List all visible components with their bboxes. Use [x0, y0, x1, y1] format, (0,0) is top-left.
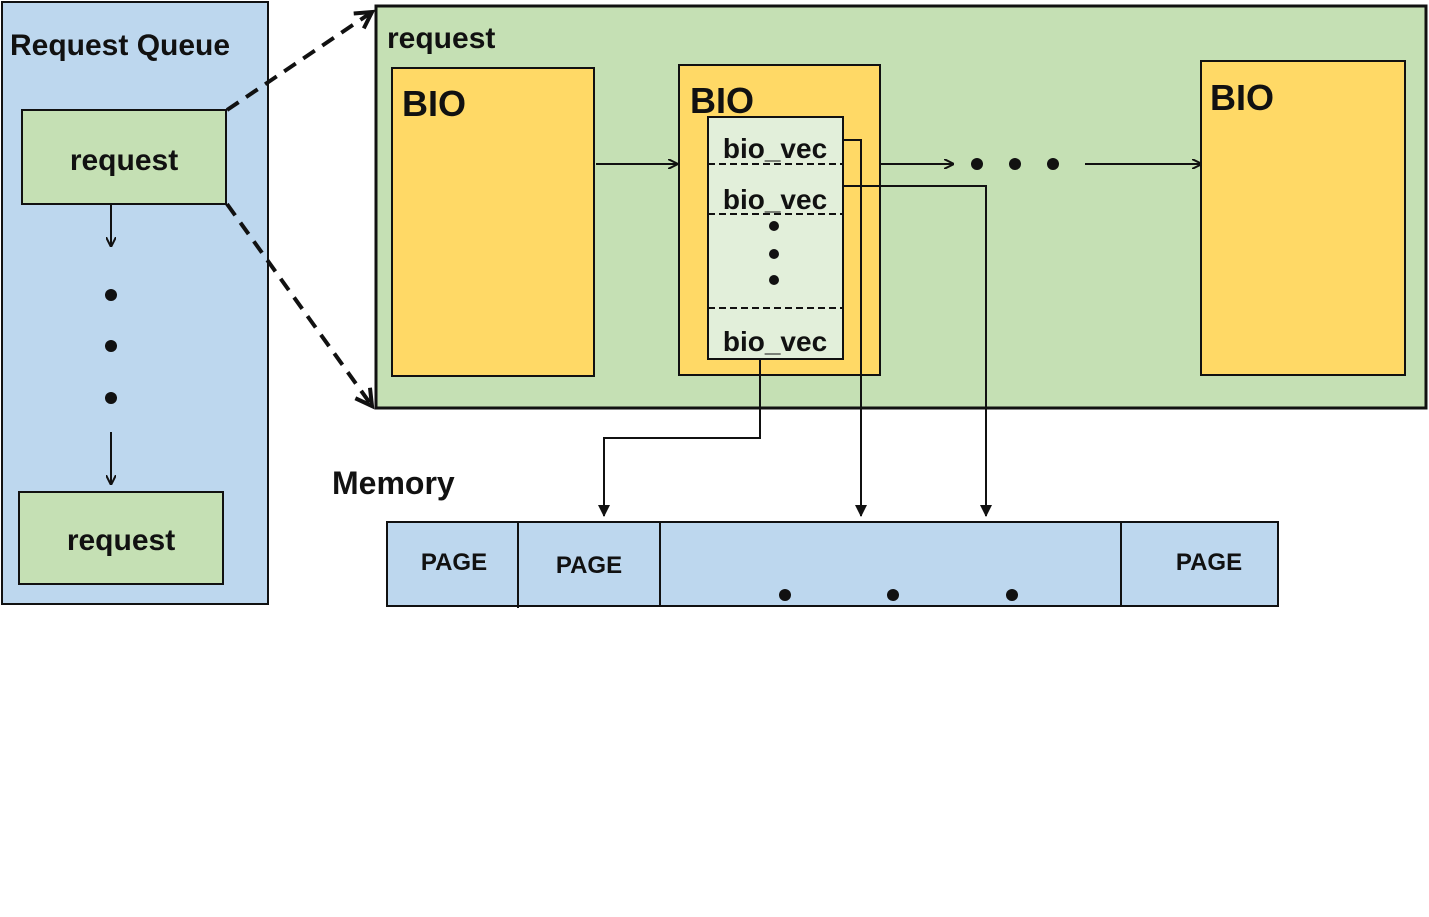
bio-block-last-label: BIO: [1210, 77, 1274, 118]
bio-block-middle-label: BIO: [690, 80, 754, 121]
bio-vec-ellipsis: [769, 221, 779, 285]
bio-block-first-label: BIO: [402, 83, 466, 124]
bio-vec-1-to-page-connector: [844, 139, 867, 517]
bio-block-last: BIO: [1200, 60, 1406, 376]
zoom-arrow-top: [225, 12, 372, 112]
memory-page-1: PAGE: [421, 549, 487, 576]
request-queue-title: Request Queue: [10, 29, 230, 62]
bio-vec-2-to-page-connector: [844, 185, 992, 517]
queue-ellipsis: [105, 289, 117, 404]
bio-vec-3-to-page-connector: [598, 360, 761, 517]
request-detail-panel: request BIO BIO bio_vec bio_vec: [374, 4, 1428, 410]
memory-page-2: PAGE: [556, 552, 622, 579]
bio-vec-list: bio_vec bio_vec bio_vec: [707, 116, 844, 360]
bio-block-first: BIO: [391, 67, 595, 377]
queue-request-first-label: request: [70, 144, 178, 177]
queue-request-last: request: [18, 491, 224, 585]
memory-ellipsis: [779, 589, 1018, 601]
zoom-arrow-bottom: [225, 202, 372, 406]
queue-request-first: request: [21, 109, 227, 205]
request-queue-panel: Request Queue request request: [1, 1, 269, 605]
request-detail-title: request: [387, 22, 495, 55]
bio-vec-label-3: bio_vec: [723, 326, 827, 357]
bio-chain-ellipsis: [971, 158, 1059, 170]
queue-request-last-label: request: [67, 524, 175, 557]
memory-strip: [386, 521, 1279, 607]
memory-page-3: PAGE: [1176, 549, 1242, 576]
bio-block-middle: BIO bio_vec bio_vec bio_vec: [678, 64, 881, 376]
bio-vec-label-2: bio_vec: [723, 184, 827, 215]
memory-section: Memory PAGE PAGE PAGE: [332, 465, 1279, 608]
memory-title: Memory: [332, 465, 455, 501]
bio-vec-label-1: bio_vec: [723, 133, 827, 164]
